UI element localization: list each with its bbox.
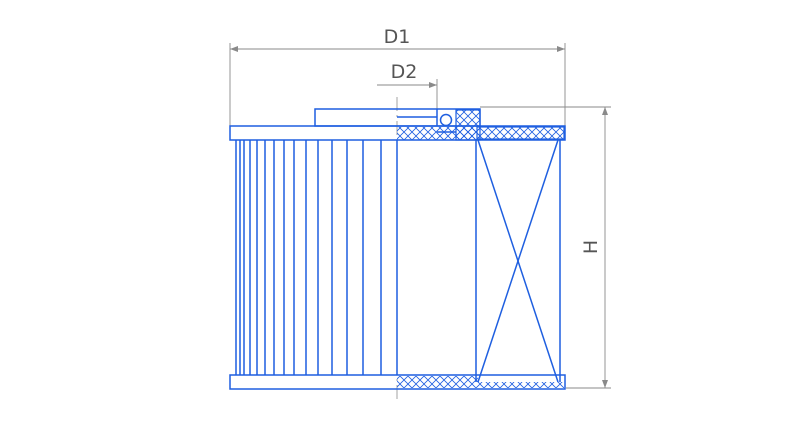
d2-dimension: D2 (377, 61, 438, 117)
bottom-cap (229, 374, 566, 390)
section-cross (477, 139, 559, 383)
o-ring-seal (439, 113, 453, 127)
top-cap (229, 108, 566, 141)
h-label: H (580, 240, 602, 254)
pleated-media (235, 140, 382, 375)
h-dimension: H (480, 106, 611, 389)
d2-label: D2 (391, 61, 418, 83)
d1-label: D1 (384, 26, 411, 48)
d1-dimension: D1 (229, 26, 566, 126)
